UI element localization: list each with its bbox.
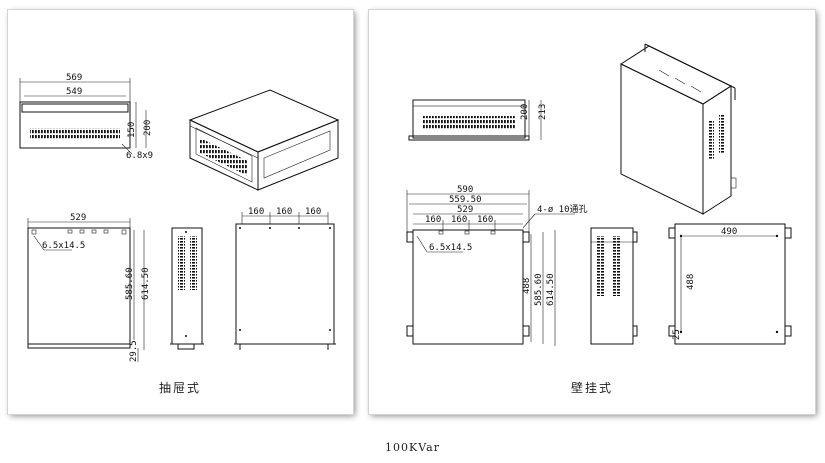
drawer-side-view [170,227,204,350]
dim-w-mid: 559.50 [449,195,482,205]
wall-back-view: 490 488 25 [668,223,792,345]
dim-w-inner: 529 [457,205,473,215]
dim-h-inner: 200 [520,104,530,120]
wall-side-view [590,227,638,345]
dim-front-width: 529 [70,213,86,223]
dim-spacing-a: 160 [425,215,441,225]
dim-height-inner: 150 [127,122,137,138]
wall-type-drawing: 200 213 590 559.50 529 160 160 160 [406,43,792,395]
dim-slot: 6.8x9 [126,151,153,161]
dim-spacing-c: 160 [477,215,493,225]
wall-caption: 壁挂式 [571,380,613,395]
dim-hole-wall: 6.5x14.5 [429,243,472,253]
drawer-bottom-view: 160 160 160 [234,207,336,350]
dim-spacing-2: 160 [276,207,292,217]
dim-height-outer: 200 [143,120,153,136]
drawer-front-view: 569 549 150 200 6.8x9 [19,73,153,161]
wall-front-view: 200 213 [408,99,548,141]
dim-depth-inner: 585.60 [125,267,135,300]
dim-w-outer: 590 [457,185,473,195]
dim-foot: 29.5 [129,340,139,362]
dim-depth-inner-wall: 585.60 [534,273,544,306]
dim-depth-outer-wall: 614.50 [546,273,556,306]
dim-spacing-1: 160 [248,207,264,217]
drawer-type-drawing: 569 549 150 200 6.8x9 529 [19,73,340,395]
dim-inner-width: 549 [66,87,82,97]
drawer-iso-view [188,89,340,191]
dim-v-488: 488 [522,278,532,294]
dim-h-outer: 213 [538,104,548,120]
dim-mount: 4-ø 10通孔 [537,204,588,215]
wall-type-panel: 200 213 590 559.50 529 160 160 160 [369,10,815,414]
drawer-type-panel: 569 549 150 200 6.8x9 529 [8,10,353,414]
drawer-caption: 抽屉式 [159,381,201,395]
dim-small: 25 [672,329,682,340]
dim-spacing-3: 160 [305,207,321,217]
drawer-top-view: 529 6.5x14.5 585.60 614.50 29.5 [27,213,151,362]
dim-back-height: 488 [686,274,696,290]
dim-back-width: 490 [721,227,737,237]
dim-outer-width: 569 [66,73,82,83]
wall-iso-view [619,43,737,215]
dim-spacing-b: 160 [451,215,467,225]
wall-top-view: 590 559.50 529 160 160 160 4-ø 10通孔 6.5x… [406,185,588,346]
model-label: 100KVar [385,441,440,454]
dim-hole: 6.5x14.5 [42,241,85,251]
dim-depth-outer: 614.50 [141,267,151,300]
